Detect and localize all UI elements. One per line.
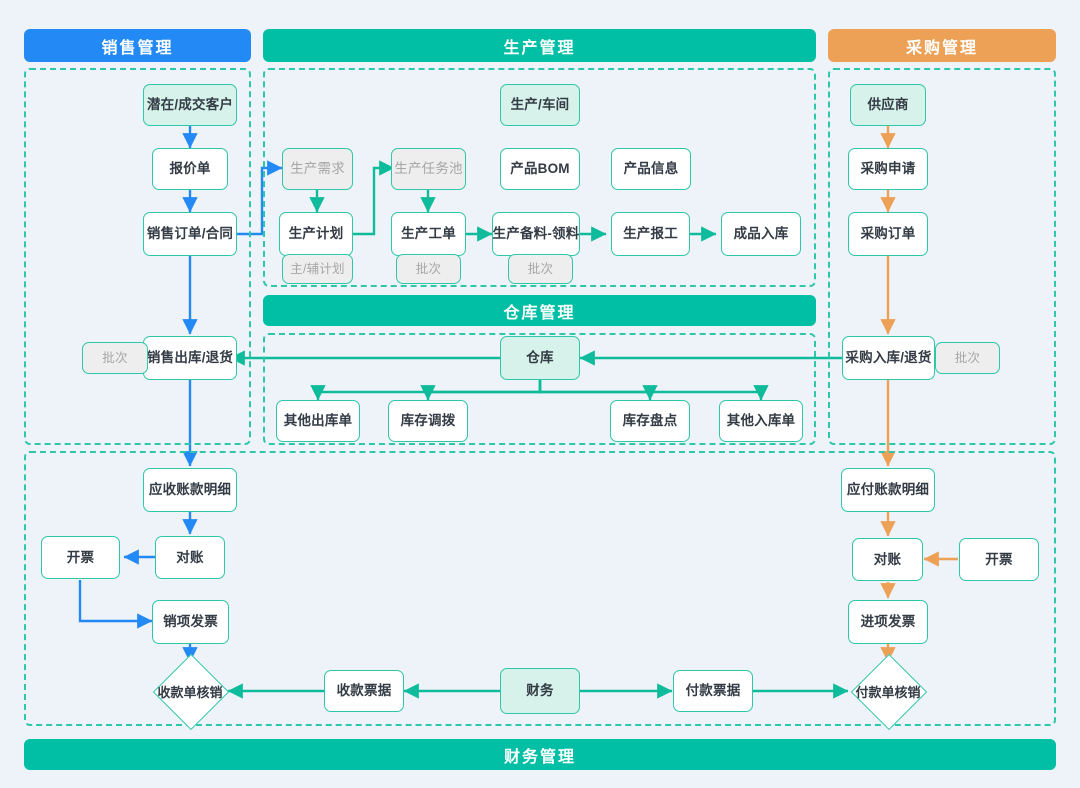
- node-label: 付款单核销: [855, 684, 921, 700]
- node-label: 潜在/成交客户: [146, 97, 234, 113]
- node-label: 应付账款明细: [846, 482, 930, 498]
- node-label: 生产需求: [290, 161, 345, 177]
- node-label: 开票: [985, 551, 1013, 567]
- node-inventory-transfer[interactable]: 库存调拨: [388, 400, 468, 442]
- node-receipt-clearing[interactable]: 收款单核销: [140, 653, 240, 731]
- section-header-finance: 财务管理: [24, 739, 1056, 770]
- node-label: 库存盘点: [622, 413, 678, 429]
- node-label: 应收账款明细: [148, 482, 232, 498]
- node-ar-issue-invoice[interactable]: 开票: [41, 536, 120, 579]
- node-tag-sales-batch[interactable]: 批次: [82, 342, 148, 374]
- node-label: 销售订单/合同: [146, 226, 234, 242]
- node-label: 生产备料-领料: [492, 226, 580, 242]
- section-header-purchase: 采购管理: [828, 29, 1056, 62]
- node-ap-reconciliation[interactable]: 对账: [852, 538, 923, 581]
- node-payment-clearing[interactable]: 付款单核销: [838, 653, 938, 731]
- section-header-warehouse: 仓库管理: [263, 295, 816, 326]
- node-production-work-order[interactable]: 生产工单: [391, 212, 466, 256]
- node-label: 生产工单: [401, 226, 456, 242]
- node-label: 收款票据: [336, 683, 392, 699]
- node-receipt-document[interactable]: 收款票据: [324, 670, 404, 712]
- node-label: 批次: [527, 261, 554, 276]
- node-label: 采购订单: [860, 226, 916, 242]
- node-input-invoice[interactable]: 进项发票: [848, 600, 928, 644]
- section-header-purchase-label: 采购管理: [905, 39, 978, 57]
- node-label: 批次: [102, 350, 128, 365]
- warehouse-region-boundary: [263, 333, 816, 445]
- node-purchase-requisition[interactable]: 采购申请: [848, 148, 928, 190]
- node-label: 进项发票: [860, 614, 916, 630]
- node-label: 采购申请: [860, 161, 916, 177]
- node-quotation[interactable]: 报价单: [152, 148, 228, 190]
- node-other-inbound[interactable]: 其他入库单: [719, 400, 803, 442]
- node-inventory-count[interactable]: 库存盘点: [610, 400, 690, 442]
- node-output-invoice[interactable]: 销项发票: [152, 600, 229, 644]
- node-label: 生产计划: [288, 226, 344, 242]
- node-label: 采购入库/退货: [845, 350, 932, 366]
- node-label: 供应商: [867, 97, 909, 113]
- node-ap-issue-invoice[interactable]: 开票: [959, 538, 1039, 581]
- node-purchase-order[interactable]: 采购订单: [848, 212, 928, 256]
- node-tag-work-order-batch[interactable]: 批次: [396, 254, 461, 284]
- node-production-plan[interactable]: 生产计划: [279, 212, 353, 256]
- section-header-sales: 销售管理: [24, 29, 251, 62]
- section-header-finance-label: 财务管理: [503, 748, 576, 766]
- node-label: 批次: [415, 261, 442, 276]
- node-supplier[interactable]: 供应商: [850, 84, 926, 126]
- node-label: 收款单核销: [157, 684, 223, 700]
- node-production-report[interactable]: 生产报工: [611, 212, 690, 256]
- node-label: 产品信息: [623, 161, 679, 177]
- node-label: 对账: [176, 549, 204, 565]
- node-payment-document[interactable]: 付款票据: [673, 670, 753, 712]
- node-finished-goods-inbound[interactable]: 成品入库: [721, 212, 801, 256]
- node-treasury[interactable]: 财务: [500, 668, 580, 714]
- node-label: 报价单: [169, 161, 211, 177]
- node-ar-reconciliation[interactable]: 对账: [155, 536, 225, 579]
- node-label: 其他出库单: [283, 413, 353, 429]
- node-label: 生产/车间: [510, 97, 570, 113]
- node-tag-main-aux-plan[interactable]: 主/辅计划: [282, 254, 353, 284]
- node-label: 对账: [873, 551, 902, 567]
- purchase-region-boundary: [828, 68, 1056, 445]
- node-warehouse[interactable]: 仓库: [500, 336, 580, 380]
- production-region-boundary: [263, 68, 816, 287]
- node-label: 成品入库: [733, 226, 789, 242]
- node-label: 产品BOM: [510, 161, 570, 177]
- node-tag-picking-batch[interactable]: 批次: [508, 254, 573, 284]
- node-production-picking[interactable]: 生产备料-领料: [492, 212, 580, 256]
- node-ap-detail[interactable]: 应付账款明细: [841, 468, 935, 512]
- node-label: 库存调拨: [400, 413, 456, 429]
- node-tag-purchase-batch[interactable]: 批次: [935, 342, 1000, 374]
- node-label: 生产任务池: [394, 161, 463, 177]
- node-purchase-inbound-return[interactable]: 采购入库/退货: [842, 336, 935, 380]
- node-label: 财务: [526, 683, 554, 699]
- node-label: 批次: [954, 350, 981, 365]
- node-label: 生产报工: [623, 226, 678, 242]
- node-sales-order[interactable]: 销售订单/合同: [143, 212, 237, 256]
- section-header-sales-label: 销售管理: [101, 39, 174, 57]
- node-sales-outbound-return[interactable]: 销售出库/退货: [143, 336, 237, 380]
- node-production-task-pool[interactable]: 生产任务池: [391, 148, 466, 190]
- node-label: 销售出库/退货: [146, 350, 234, 366]
- node-ar-detail[interactable]: 应收账款明细: [143, 468, 237, 512]
- node-production-demand[interactable]: 生产需求: [282, 148, 353, 190]
- node-product-info[interactable]: 产品信息: [611, 148, 691, 190]
- node-label: 主/辅计划: [290, 261, 345, 276]
- node-label: 仓库: [526, 350, 554, 366]
- section-header-warehouse-label: 仓库管理: [503, 304, 576, 322]
- node-product-bom[interactable]: 产品BOM: [500, 148, 580, 190]
- node-label: 其他入库单: [726, 413, 796, 429]
- finance-region-boundary: [24, 451, 1056, 726]
- node-label: 开票: [66, 549, 95, 565]
- node-label: 付款票据: [685, 683, 741, 699]
- node-potential-customer[interactable]: 潜在/成交客户: [143, 84, 237, 126]
- node-label: 销项发票: [163, 614, 218, 630]
- node-production-workshop[interactable]: 生产/车间: [500, 84, 580, 126]
- sales-region-boundary: [24, 68, 251, 445]
- section-header-production: 生产管理: [263, 29, 816, 62]
- node-other-outbound[interactable]: 其他出库单: [276, 400, 360, 442]
- section-header-production-label: 生产管理: [503, 39, 576, 57]
